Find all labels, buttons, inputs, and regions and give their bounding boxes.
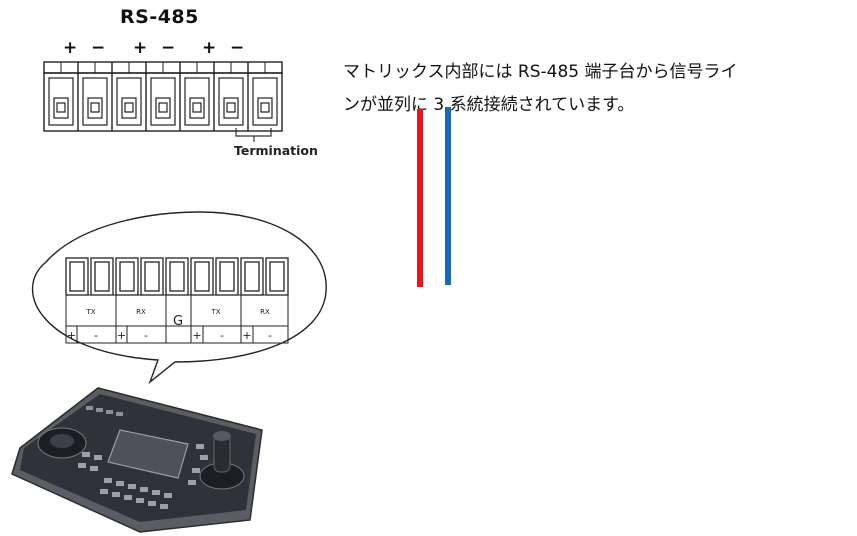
- pin-plus: +: [192, 329, 201, 342]
- tx-label: TX: [85, 308, 95, 316]
- description-line: ンが並列に 3 系統接続されています。: [343, 95, 635, 115]
- rs485-terminal-block: [43, 61, 283, 142]
- terminal-slot: [252, 77, 278, 126]
- lcd-screen: [107, 429, 189, 479]
- control-keyboard-image: [11, 387, 263, 533]
- pin-minus: -: [268, 329, 272, 342]
- tx-label: TX: [210, 308, 220, 316]
- polarity-label: −: [161, 38, 176, 58]
- terminal-slot: [48, 77, 74, 126]
- keyboard-terminal-block: TX RX G TX RX + - + - + - + -: [65, 257, 289, 344]
- polarity-label: +: [63, 38, 78, 58]
- red-signal-line: [417, 109, 423, 287]
- polarity-label: −: [230, 38, 245, 58]
- description-text: マトリックス内部には RS-485 端子台から信号ライ ンが並列に 3 系統接続…: [343, 56, 833, 122]
- ground-label: G: [173, 314, 183, 329]
- pin-plus: +: [117, 329, 126, 342]
- terminal-slot: [116, 77, 142, 126]
- terminal-slot: [150, 77, 176, 126]
- polarity-label: +: [133, 38, 148, 58]
- pin-minus: -: [94, 329, 98, 342]
- pin-plus: +: [242, 329, 251, 342]
- polarity-label: −: [91, 38, 106, 58]
- terminal-slot: [82, 77, 108, 126]
- rx-label: RX: [136, 308, 146, 316]
- terminal-slot: [218, 77, 244, 126]
- description-line: マトリックス内部には RS-485 端子台から信号ライ: [343, 62, 738, 82]
- joystick-stick: [213, 435, 231, 473]
- pin-minus: -: [220, 329, 224, 342]
- rx-label: RX: [260, 308, 270, 316]
- polarity-label: +: [202, 38, 217, 58]
- termination-bracket: [235, 128, 272, 142]
- terminal-slot: [184, 77, 210, 126]
- termination-label: Termination: [234, 143, 318, 158]
- pin-plus: +: [67, 329, 76, 342]
- blue-signal-line: [445, 107, 451, 285]
- rs485-title: RS-485: [120, 6, 199, 28]
- pin-minus: -: [144, 329, 148, 342]
